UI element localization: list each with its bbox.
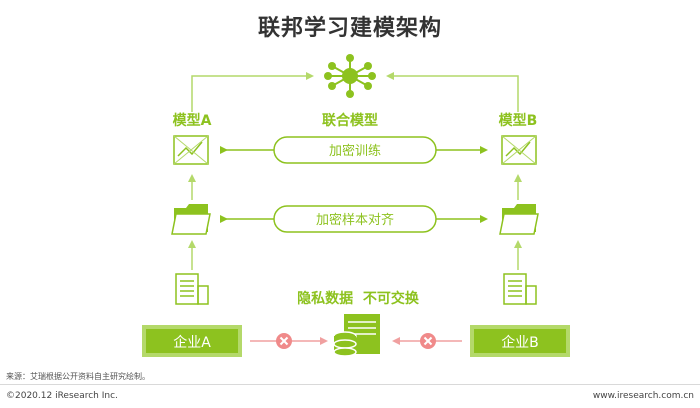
arrow-model-a-to-hub bbox=[191, 72, 314, 112]
enterprise-a-box bbox=[142, 325, 242, 357]
blocked-x-icon bbox=[276, 333, 292, 349]
folder-icon bbox=[171, 204, 211, 235]
federated-model-label: 联合模型 bbox=[322, 112, 378, 129]
source-note: 来源：艾瑞根据公开资料自主研究绘制。 bbox=[6, 372, 150, 381]
privacy-note: 隐私数据 不可交换 bbox=[297, 290, 420, 307]
model-chart-icon bbox=[173, 135, 209, 165]
document-icon bbox=[175, 273, 209, 305]
model-b-label: 模型B bbox=[499, 112, 538, 129]
copyright: ©2020.12 iResearch Inc. bbox=[6, 391, 118, 401]
enterprise-b-label: 企业B bbox=[501, 334, 539, 351]
website-link[interactable]: www.iresearch.com.cn bbox=[592, 391, 694, 401]
folder-icon bbox=[499, 204, 539, 235]
document-icon bbox=[503, 273, 537, 305]
encrypted-training-label: 加密训练 bbox=[329, 143, 381, 159]
sample-alignment-label: 加密样本对齐 bbox=[316, 212, 394, 228]
sample-alignment-pill bbox=[273, 205, 437, 233]
blocked-x-icon bbox=[420, 333, 436, 349]
network-hub-icon bbox=[324, 54, 376, 98]
server-database-icon bbox=[333, 314, 380, 357]
page-title: 联邦学习建模架构 bbox=[257, 16, 442, 41]
enterprise-a-label: 企业A bbox=[173, 334, 211, 351]
enterprise-b-box bbox=[470, 325, 570, 357]
model-chart-icon bbox=[501, 135, 537, 165]
footer-divider bbox=[0, 384, 700, 385]
encrypted-training-pill bbox=[273, 136, 437, 164]
model-a-label: 模型A bbox=[173, 112, 212, 129]
arrow-model-b-to-hub bbox=[386, 72, 519, 112]
